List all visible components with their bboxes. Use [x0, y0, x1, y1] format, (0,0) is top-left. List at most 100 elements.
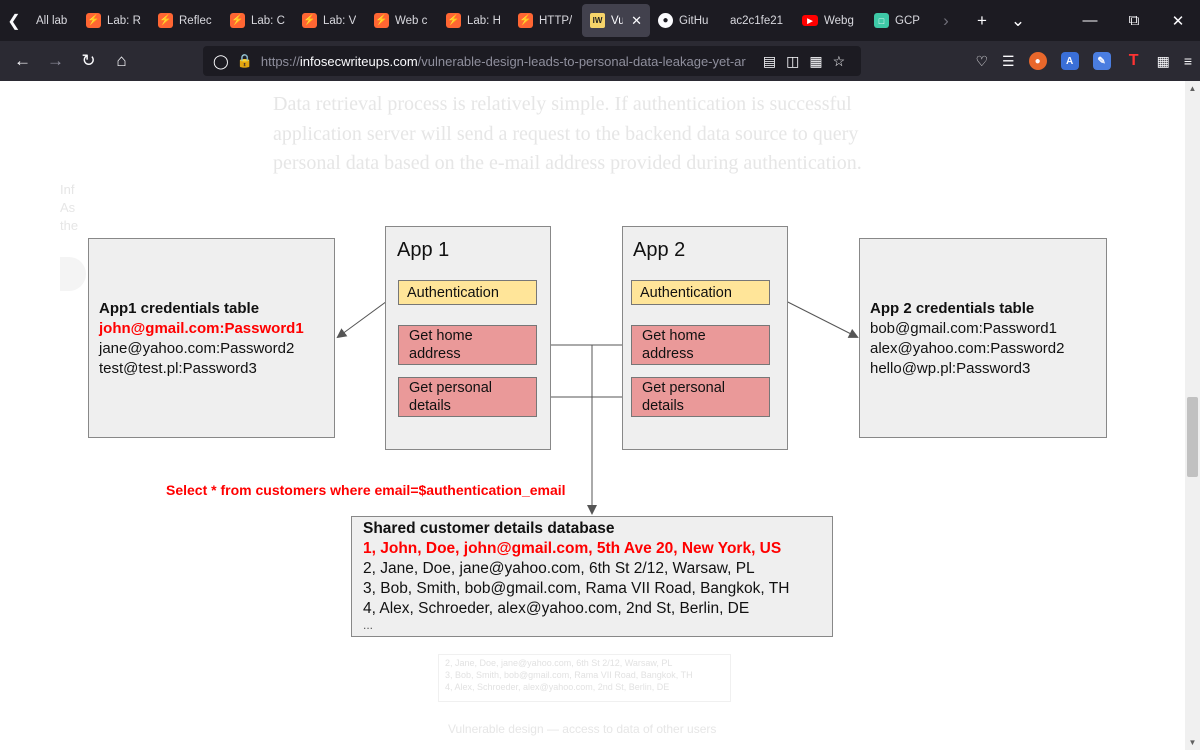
tab-label: GitHu: [679, 14, 709, 27]
database-title: Shared customer details database: [363, 520, 615, 537]
tab-label: Vul: [611, 14, 624, 27]
app1-title: App 1: [397, 239, 450, 261]
tab-label: All lab: [36, 14, 68, 27]
reader-view-icon[interactable]: ▤: [762, 52, 777, 69]
tab-1[interactable]: ⚡ Lab: R: [78, 4, 150, 37]
home-icon[interactable]: ⌂: [116, 51, 127, 70]
app2-get-home-address: Get home address: [631, 325, 770, 365]
app2-credentials-title: App 2 credentials table: [870, 300, 1035, 317]
navigation-toolbar: ← → ↻ ⌂ ◯ 🔒 https://infosecwriteups.com/…: [0, 41, 1200, 81]
tab-label: Web c: [395, 14, 428, 27]
tab-0[interactable]: All lab: [28, 4, 78, 37]
app1-personal-line: details: [409, 397, 451, 414]
sql-query-label: Select * from customers where email=$aut…: [166, 482, 566, 498]
faded-image-box: 2, Jane, Doe, jane@yahoo.com, 6th St 2/1…: [438, 654, 731, 702]
translate-icon[interactable]: ◫: [786, 52, 800, 69]
portswigger-icon: ⚡: [518, 13, 533, 28]
app1-credential-highlight: john@gmail.com:Password1: [99, 320, 304, 337]
scroll-down-arrow-icon[interactable]: ▼: [1188, 738, 1197, 747]
tab-label: Reflec: [179, 14, 212, 27]
app1-credential-row: test@test.pl:Password3: [99, 360, 257, 377]
github-icon: ●: [658, 13, 673, 28]
qr-code-icon[interactable]: ▦: [809, 52, 823, 69]
portswigger-icon: ⚡: [86, 13, 101, 28]
app1-authentication: Authentication: [398, 280, 537, 305]
minimize-icon[interactable]: —: [1082, 12, 1098, 29]
close-icon[interactable]: ✕: [631, 12, 642, 28]
new-tab-plus-icon[interactable]: +: [977, 10, 987, 30]
menu-icon[interactable]: ≡: [1183, 53, 1192, 69]
database-row: 4, Alex, Schroeder, alex@yahoo.com, 2nd …: [363, 600, 750, 617]
bookmark-star-icon[interactable]: ☆: [832, 52, 846, 69]
tab-6[interactable]: ⚡ Lab: H: [438, 4, 510, 37]
restore-icon[interactable]: ⧉: [1128, 12, 1140, 29]
app1-credentials-title: App1 credentials table: [99, 300, 260, 317]
infosec-icon: IW: [590, 13, 605, 28]
app1-get-personal-details: Get personal details: [398, 377, 537, 417]
shield-icon[interactable]: ◯: [213, 52, 229, 69]
app2-get-personal-details: Get personal details: [631, 377, 770, 417]
library-icon[interactable]: ☰: [1002, 52, 1015, 69]
faded-box-line: 4, Alex, Schroeder, alex@yahoo.com, 2nd …: [445, 682, 670, 692]
database-ellipsis: ...: [363, 618, 374, 632]
tab-3[interactable]: ⚡ Lab: C: [222, 4, 294, 37]
scroll-up-arrow-icon[interactable]: ▲: [1188, 84, 1197, 93]
app2-personal-line: details: [642, 397, 684, 414]
tab-label: Lab: C: [251, 14, 285, 27]
database-row: 3, Bob, Smith, bob@gmail.com, Rama VII R…: [363, 580, 790, 597]
chevron-down-icon[interactable]: ⌄: [1010, 10, 1026, 30]
database-row: 2, Jane, Doe, jane@yahoo.com, 6th St 2/1…: [363, 560, 755, 577]
chevron-right-icon[interactable]: ›: [943, 10, 949, 30]
forward-arrow-icon[interactable]: →: [47, 51, 64, 70]
close-window-icon[interactable]: ✕: [1171, 12, 1185, 30]
tab-4[interactable]: ⚡ Lab: V: [294, 4, 366, 37]
app1-credential-row: jane@yahoo.com:Password2: [99, 340, 295, 357]
portswigger-icon: ⚡: [446, 13, 461, 28]
app1-home-line: Get home: [409, 328, 473, 344]
tab-7[interactable]: ⚡ HTTP/: [510, 4, 582, 37]
app2-credentials-table: App 2 credentials table bob@gmail.com:Pa…: [870, 299, 1065, 379]
app2-credential-row: hello@wp.pl:Password3: [870, 360, 1031, 377]
tab-8-active[interactable]: IW Vul ✕: [582, 4, 650, 37]
dictionary-extension-icon[interactable]: ✎: [1092, 52, 1111, 70]
tab-2[interactable]: ⚡ Reflec: [150, 4, 222, 37]
side-avatar-placeholder: [60, 257, 86, 291]
url-bar[interactable]: ◯ 🔒 https://infosecwriteups.com/vulnerab…: [203, 46, 861, 76]
url-path: /vulnerable-design-leads-to-personal-dat…: [417, 53, 746, 69]
tab-9[interactable]: ● GitHu: [650, 4, 722, 37]
faded-box-line: 3, Bob, Smith, bob@gmail.com, Rama VII R…: [445, 670, 693, 680]
tab-11[interactable]: ▶ Webg: [794, 4, 866, 37]
app1-get-home-address: Get home address: [398, 325, 537, 365]
tab-12[interactable]: □ GCP: [866, 4, 928, 37]
shared-database-content: Shared customer details database 1, John…: [363, 519, 789, 631]
t-extension-icon[interactable]: T: [1128, 52, 1139, 69]
tab-label: Lab: R: [107, 14, 141, 27]
url-text[interactable]: https://infosecwriteups.com/vulnerable-d…: [261, 54, 751, 69]
pocket-icon[interactable]: ♡: [975, 52, 989, 69]
youtube-icon: ▶: [802, 15, 818, 26]
shared-database-box: [351, 516, 833, 637]
scrollbar-thumb[interactable]: [1187, 397, 1198, 477]
app1-personal-line: Get personal: [409, 380, 493, 396]
lock-icon[interactable]: 🔒: [236, 53, 253, 68]
page-scrollbar[interactable]: ▲ ▼: [1185, 81, 1200, 750]
tab-5[interactable]: ⚡ Web c: [366, 4, 438, 37]
translate-extension-icon[interactable]: A: [1060, 52, 1079, 70]
tab-strip: ❮ All lab ⚡ Lab: R ⚡ Reflec ⚡ Lab: C ⚡ L…: [0, 0, 1200, 41]
tab-label: HTTP/: [539, 14, 573, 27]
app2-credential-row: alex@yahoo.com:Password2: [870, 340, 1065, 357]
tab-10[interactable]: ac2c1fe21: [722, 4, 794, 37]
chevron-left-icon[interactable]: ❮: [7, 12, 21, 30]
extensions-grid-icon[interactable]: ▦: [1156, 52, 1170, 69]
reload-icon[interactable]: ↻: [81, 51, 96, 70]
app2-home-line: address: [642, 345, 694, 362]
faded-caption: Vulnerable design — access to data of ot…: [448, 722, 717, 736]
back-arrow-icon[interactable]: ←: [14, 51, 31, 70]
app2-title: App 2: [633, 239, 686, 261]
portswigger-icon: ⚡: [302, 13, 317, 28]
tab-label: Webg: [824, 14, 854, 27]
gcp-icon: □: [874, 13, 889, 28]
database-row-highlight: 1, John, Doe, john@gmail.com, 5th Ave 20…: [363, 540, 782, 557]
side-faded-text: Inf As the: [60, 182, 79, 233]
extension-fox-icon[interactable]: ●: [1028, 52, 1047, 70]
